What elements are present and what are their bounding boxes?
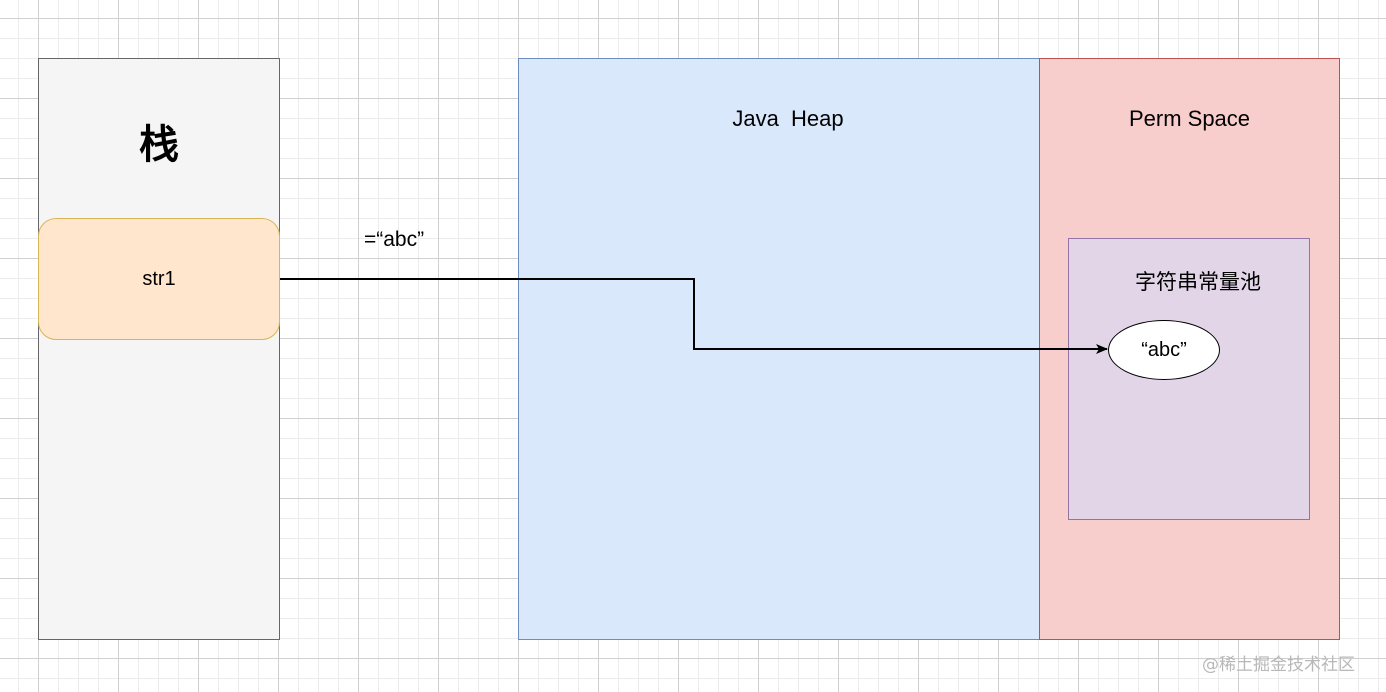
abc-literal-node: “abc” (1108, 320, 1220, 380)
reference-arrow-line (280, 278, 1108, 354)
assignment-label: =“abc” (364, 228, 425, 251)
stack-region (38, 58, 280, 640)
string-constant-pool-title: 字符串常量池 (1135, 270, 1261, 294)
perm-space-title: Perm Space (1128, 106, 1251, 131)
str1-variable-node: str1 (38, 218, 280, 340)
watermark: @稀土掘金技术社区 (1202, 655, 1355, 675)
java-heap-title: Java Heap (732, 106, 844, 131)
stack-title: 栈 (139, 122, 179, 168)
string-constant-pool-region (1068, 238, 1310, 520)
